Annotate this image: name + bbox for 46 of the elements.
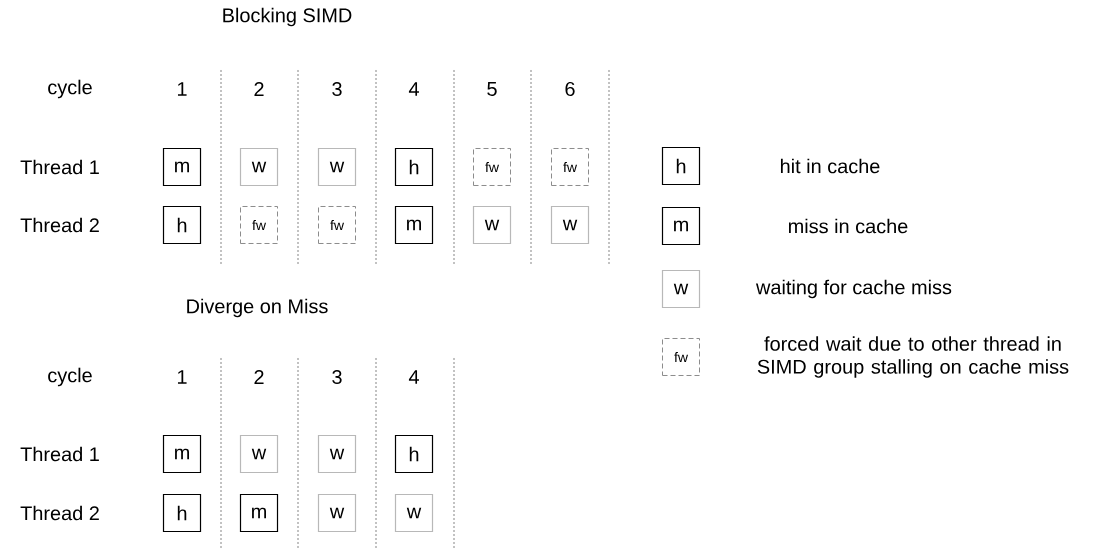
cache-box: m bbox=[394, 205, 434, 245]
waiting-box: w bbox=[239, 434, 279, 474]
waiting-box: w bbox=[317, 434, 357, 474]
column-number: 2 bbox=[254, 370, 264, 384]
column-number: 1 bbox=[178, 82, 187, 96]
forced-wait-box: fw bbox=[240, 206, 278, 244]
forced-wait-box: fw bbox=[662, 338, 700, 376]
waiting-box: w bbox=[317, 147, 357, 187]
row-label: Thread 1 bbox=[20, 159, 99, 175]
forced-wait-box: fw bbox=[318, 206, 356, 244]
column-number: 3 bbox=[332, 369, 342, 385]
waiting-box: w bbox=[394, 493, 434, 533]
row-label: cycle bbox=[48, 367, 92, 387]
column-number: 4 bbox=[408, 370, 419, 384]
legend-text: miss in cache bbox=[789, 218, 908, 234]
waiting-box: w bbox=[472, 205, 512, 245]
forced-wait-box: fw bbox=[551, 148, 589, 186]
heading: Diverge on Miss bbox=[187, 298, 328, 318]
row-label: Thread 1 bbox=[20, 446, 99, 462]
column-number: 2 bbox=[254, 82, 264, 96]
cache-box: m bbox=[661, 206, 701, 246]
row-label: Thread 2 bbox=[20, 505, 99, 521]
waiting-box: w bbox=[661, 269, 701, 309]
row-label: cycle bbox=[48, 79, 92, 99]
column-number: 3 bbox=[332, 81, 342, 97]
cache-box: m bbox=[162, 147, 202, 187]
column-number: 4 bbox=[408, 82, 419, 96]
column-number: 5 bbox=[487, 82, 497, 96]
legend-text: waiting for cache miss bbox=[755, 279, 952, 299]
cache-box: h bbox=[661, 146, 701, 186]
cache-box: h bbox=[394, 434, 434, 474]
row-label: Thread 2 bbox=[20, 217, 99, 233]
cache-box: m bbox=[162, 434, 202, 474]
legend-text: hit in cache bbox=[781, 158, 880, 174]
heading: Blocking SIMD bbox=[223, 7, 352, 27]
legend-text: forced wait due to other thread in SIMD group stalling on cache miss bbox=[757, 336, 1069, 378]
cache-box: h bbox=[162, 205, 202, 245]
waiting-box: w bbox=[239, 147, 279, 187]
cache-box: h bbox=[394, 147, 434, 187]
cache-box: m bbox=[239, 493, 279, 533]
forced-wait-box: fw bbox=[473, 148, 511, 186]
column-number: 1 bbox=[178, 370, 187, 384]
cache-box: h bbox=[162, 493, 202, 533]
column-number: 6 bbox=[565, 81, 575, 97]
waiting-box: w bbox=[550, 205, 590, 245]
waiting-box: w bbox=[317, 493, 357, 533]
